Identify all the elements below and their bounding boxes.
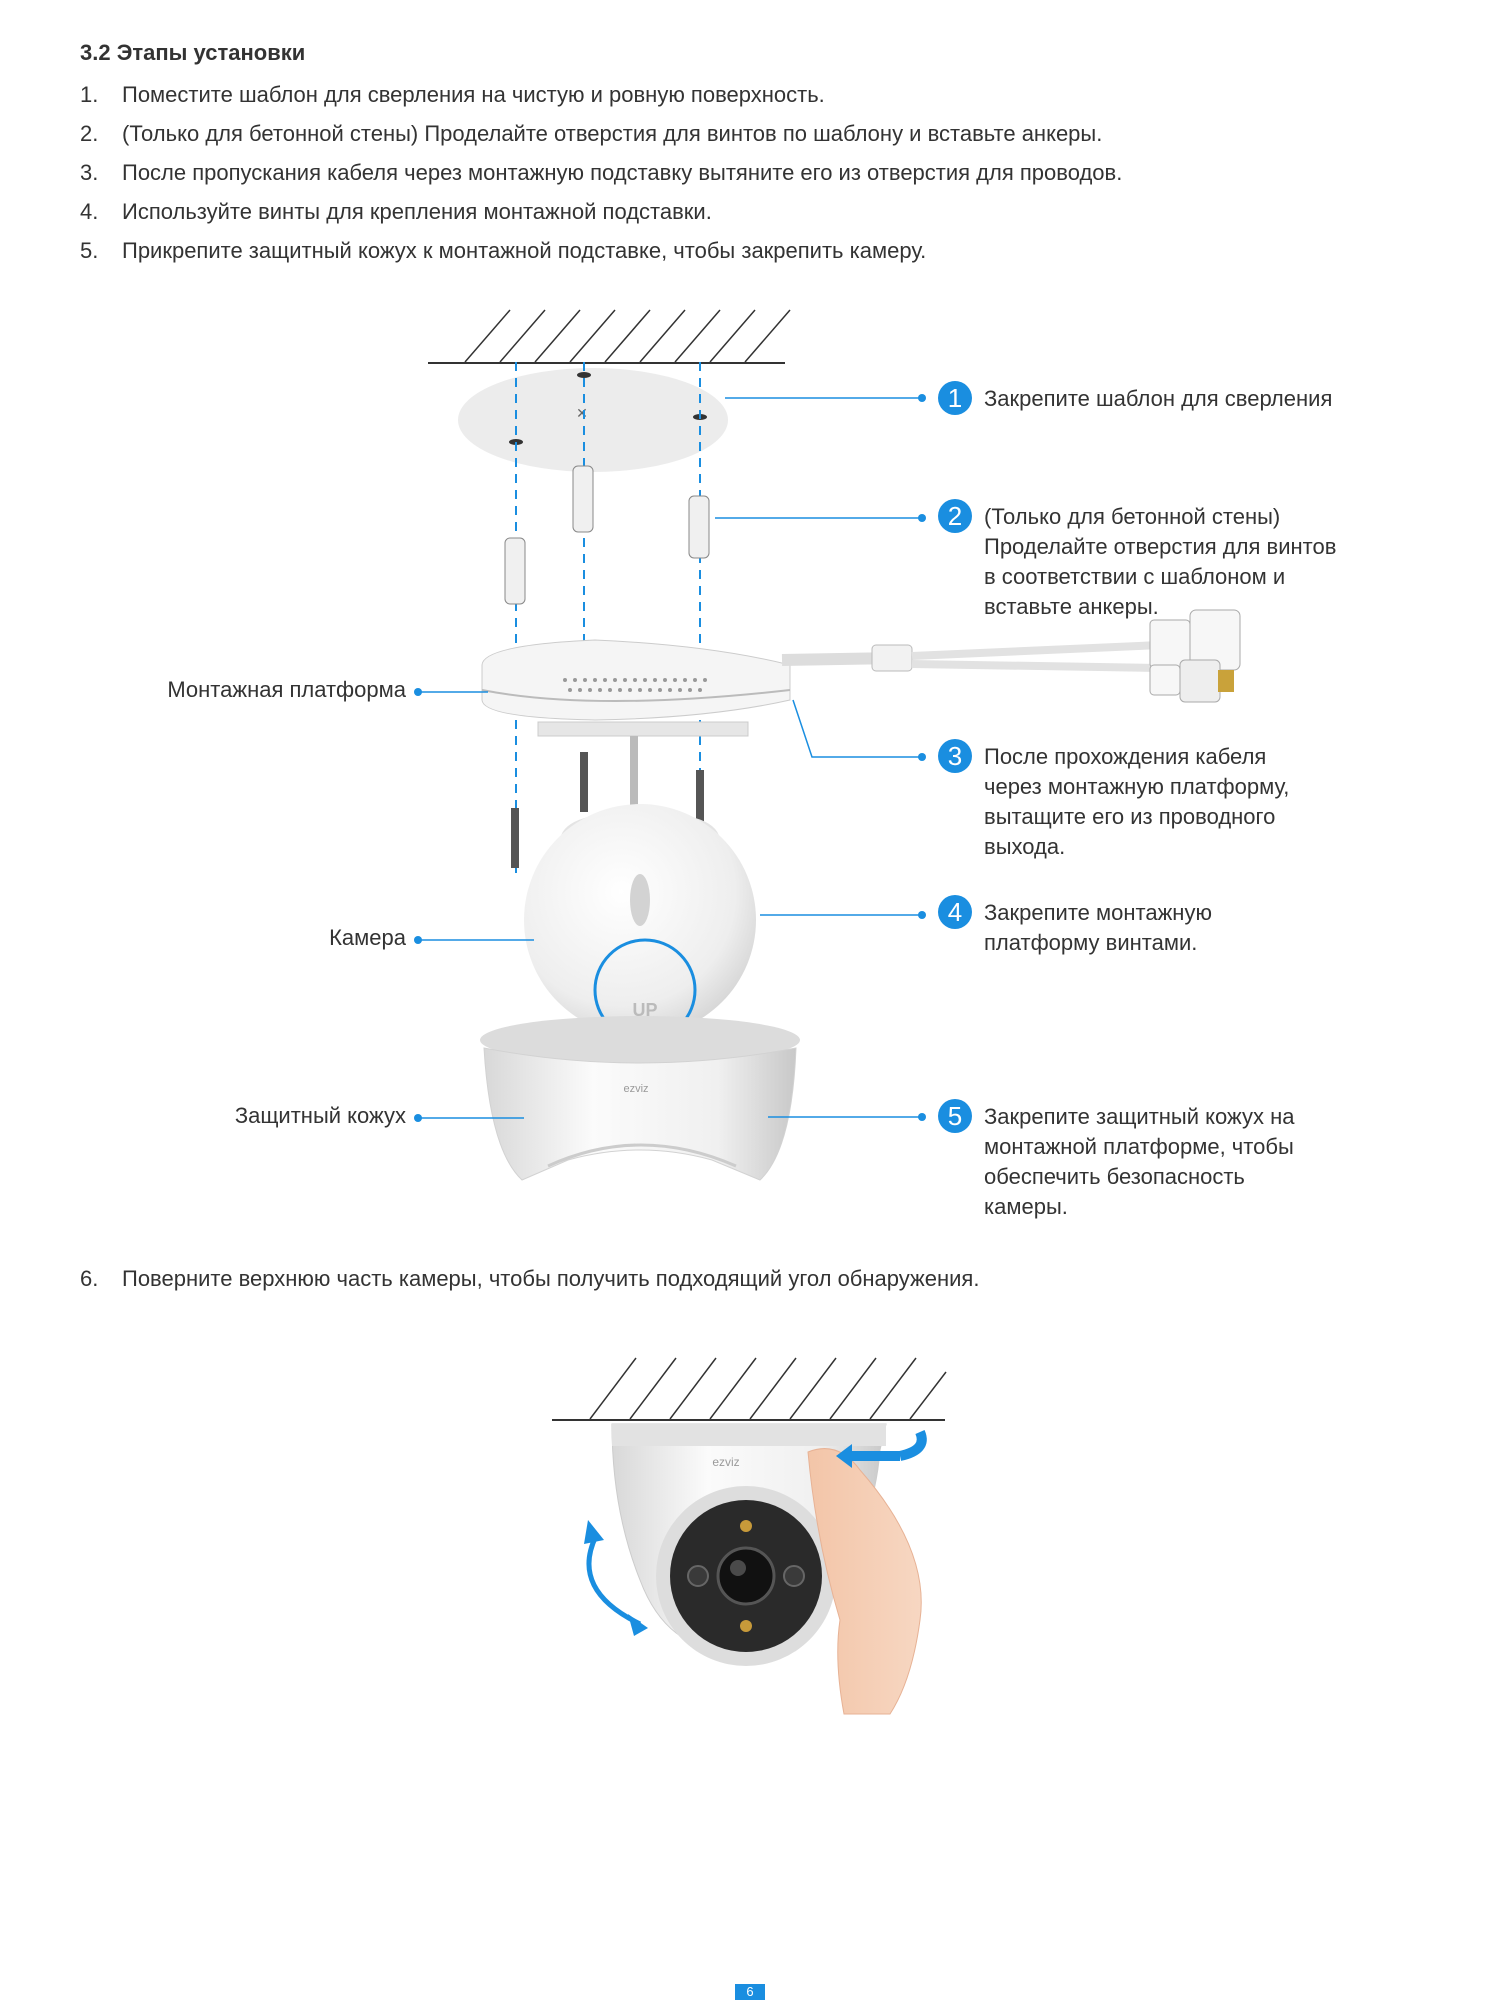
- callout-4: 4 Закрепите монтажную платформу винтами.: [938, 895, 1212, 958]
- callout-line: Закрепите монтажную: [984, 900, 1212, 925]
- step-6: 6. Поверните верхнюю часть камеры, чтобы …: [80, 1266, 979, 1292]
- leader-dots: [414, 394, 926, 1122]
- callout-line: Проделайте отверстия для винтов: [984, 534, 1337, 559]
- callout-line: выхода.: [984, 834, 1066, 859]
- callout-line: вставьте анкеры.: [984, 594, 1159, 619]
- rotation-diagram: ezviz: [552, 1357, 947, 1715]
- ceiling-top: [428, 309, 791, 364]
- svg-text:✕: ✕: [576, 406, 588, 422]
- drill-template: ✕: [458, 368, 728, 472]
- callout-line: через монтажную платформу,: [984, 774, 1290, 799]
- step-number: 1.: [80, 82, 99, 107]
- callout-line: Закрепите шаблон для сверления: [984, 386, 1333, 411]
- list-item: 2. (Только для бетонной стены) Проделайте…: [80, 119, 1122, 158]
- brand-logo: ezviz: [712, 1455, 739, 1469]
- callout-line: вытащите его из проводного: [984, 804, 1276, 829]
- callout-text: (Только для бетонной стены) Проделайте о…: [984, 502, 1336, 622]
- callout-text: Закрепите монтажную платформу винтами.: [984, 898, 1212, 958]
- protective-cover-label: Защитный кожух: [234, 1103, 406, 1128]
- callout-text: Закрепите защитный кожух на монтажной пл…: [984, 1102, 1294, 1222]
- step-text: (Только для бетонной стены) Проделайте о…: [122, 121, 1103, 146]
- callout-line: в соответствии с шаблоном и: [984, 564, 1286, 589]
- step-text: Поместите шаблон для сверления на чистую…: [122, 82, 825, 107]
- callout-line: Закрепите защитный кожух на: [984, 1104, 1295, 1129]
- list-item: 3. После пропускания кабеля через монтажн…: [80, 158, 1122, 197]
- callout-line: После прохождения кабеля: [984, 744, 1267, 769]
- camera-ball: UP: [524, 804, 756, 1042]
- callout-line: платформу винтами.: [984, 930, 1198, 955]
- callout-number-badge: 4: [938, 895, 972, 929]
- step-number: 6.: [80, 1266, 99, 1291]
- section-title: 3.2 Этапы установки: [80, 40, 306, 65]
- step-number: 4.: [80, 199, 99, 224]
- screws: [511, 752, 704, 868]
- step-text: Используйте винты для крепления монтажно…: [122, 199, 712, 224]
- callout-3: 3 После прохождения кабеля через монтажн…: [938, 739, 1289, 862]
- steps-list: 1. Поместите шаблон для сверления на чист…: [80, 80, 1122, 275]
- step-text: Поверните верхнюю часть камеры, чтобы по…: [122, 1266, 980, 1291]
- callout-line: монтажной платформе, чтобы: [984, 1134, 1294, 1159]
- callout-line: обеспечить безопасность: [984, 1164, 1245, 1189]
- page-number: 6: [735, 1984, 765, 2000]
- callout-number-badge: 1: [938, 381, 972, 415]
- up-marking: UP: [632, 1000, 657, 1020]
- cable: [781, 609, 1241, 703]
- list-item: 1. Поместите шаблон для сверления на чист…: [80, 80, 1122, 119]
- callout-number-badge: 5: [938, 1099, 972, 1133]
- brand-logo: ezviz: [623, 1083, 648, 1095]
- mount-platform-label: Монтажная платформа: [167, 677, 406, 702]
- callout-line: камеры.: [984, 1194, 1068, 1219]
- callout-1: 1 Закрепите шаблон для сверления: [938, 381, 1332, 415]
- callout-text: После прохождения кабеля через монтажную…: [984, 742, 1289, 862]
- step-number: 2.: [80, 121, 99, 146]
- step-number: 5.: [80, 238, 99, 263]
- callout-number-badge: 3: [938, 739, 972, 773]
- callout-text: Закрепите шаблон для сверления: [984, 384, 1332, 414]
- leader-lines: [418, 397, 922, 1119]
- step-text: После пропускания кабеля через монтажную…: [122, 160, 1123, 185]
- list-item: 5. Прикрепите защитный кожух к монтажной …: [80, 236, 1122, 275]
- protective-cover: ezviz: [480, 1016, 800, 1181]
- wall-anchors: [504, 465, 710, 605]
- mount-platform: [481, 639, 791, 826]
- step-number: 3.: [80, 160, 99, 185]
- callout-5: 5 Закрепите защитный кожух на монтажной …: [938, 1099, 1294, 1222]
- callout-number-badge: 2: [938, 499, 972, 533]
- list-item: 4. Используйте винты для крепления монтаж…: [80, 197, 1122, 236]
- camera-label: Камера: [329, 925, 406, 950]
- callout-line: (Только для бетонной стены): [984, 504, 1281, 529]
- step-text: Прикрепите защитный кожух к монтажной по…: [122, 238, 927, 263]
- callout-2: 2 (Только для бетонной стены) Проделайте…: [938, 499, 1336, 622]
